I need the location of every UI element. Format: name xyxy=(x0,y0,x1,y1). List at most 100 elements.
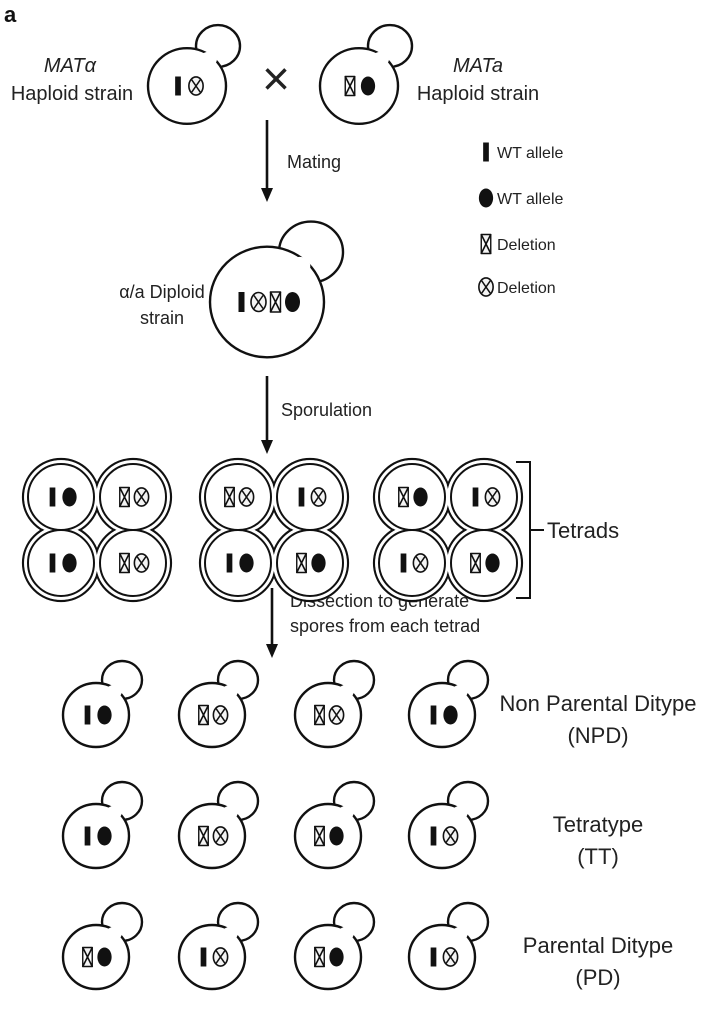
cross-symbol: × xyxy=(262,53,290,106)
allele-dot-icon xyxy=(285,292,300,312)
allele-del-hourglass-icon xyxy=(197,704,210,726)
parent-a-cell xyxy=(318,23,414,126)
tetrad xyxy=(372,457,524,603)
tetrad-spore xyxy=(450,463,518,531)
row-label-line2: (NPD) xyxy=(567,723,628,748)
allele-dot-icon xyxy=(97,947,112,967)
mating-arrow xyxy=(261,120,273,202)
allele-del-circle-icon xyxy=(442,947,459,967)
allele-bar-icon xyxy=(298,487,305,507)
row-label-line1: Tetratype xyxy=(553,812,644,837)
allele-bar-icon xyxy=(200,947,207,967)
allele-dot-icon xyxy=(62,487,77,507)
tetrad-spore xyxy=(276,529,344,597)
allele-del-hourglass-icon xyxy=(118,552,131,574)
allele-del-circle-icon xyxy=(188,76,204,96)
spore-rows: Non Parental Ditype (NPD) Tetratype (TT) Par… xyxy=(61,659,697,991)
allele-del-circle-icon xyxy=(478,277,494,297)
spore-cell xyxy=(61,901,144,991)
spore-cell xyxy=(177,659,260,749)
sporulation-label: Sporulation xyxy=(281,400,372,420)
allele-bar-icon xyxy=(49,553,56,573)
tetrads-bracket xyxy=(516,461,544,599)
allele-del-hourglass-icon xyxy=(313,704,326,726)
allele-del-circle-icon xyxy=(212,826,229,846)
allele-dot-icon xyxy=(97,705,112,725)
legend-label: Deletion xyxy=(497,280,556,297)
spore-cell xyxy=(61,659,144,749)
spore-cell xyxy=(177,901,260,991)
allele-del-hourglass-icon xyxy=(118,486,131,508)
sporulation-arrow xyxy=(261,376,273,454)
allele-del-circle-icon xyxy=(328,705,345,725)
allele-del-hourglass-icon xyxy=(223,486,236,508)
diploid-label-line1: α/a Diploid xyxy=(119,282,204,302)
allele-bar-icon xyxy=(430,947,437,967)
spore-cell xyxy=(407,901,490,991)
allele-del-hourglass-icon xyxy=(313,825,326,847)
row-label-line2: (TT) xyxy=(577,844,619,869)
parent-alpha-mating-type: MATα xyxy=(44,55,97,77)
spore-cell xyxy=(293,659,376,749)
spore-cell xyxy=(293,901,376,991)
tetrad-spore xyxy=(276,463,344,531)
dissection-arrow xyxy=(266,588,278,658)
allele-dot-icon xyxy=(443,705,458,725)
allele-del-hourglass-icon xyxy=(295,552,308,574)
diploid-cell xyxy=(208,220,345,359)
allele-dot-icon xyxy=(239,553,254,573)
allele-dot-icon xyxy=(413,487,428,507)
allele-bar-icon xyxy=(238,292,245,312)
row-label-line2: (PD) xyxy=(575,965,620,990)
legend-label: WT allele xyxy=(497,191,563,208)
spore-cell xyxy=(407,780,490,870)
allele-bar-icon xyxy=(226,553,233,573)
parent-alpha-cell xyxy=(146,23,242,126)
allele-bar-icon xyxy=(472,487,479,507)
parent-alpha-label: Haploid strain xyxy=(11,83,133,105)
tetrads xyxy=(21,457,524,603)
spore-cell xyxy=(407,659,490,749)
parent-cells xyxy=(146,23,414,126)
allele-del-circle-icon xyxy=(133,553,150,573)
allele-del-circle-icon xyxy=(212,705,229,725)
allele-del-circle-icon xyxy=(310,487,327,507)
spore-row: Tetratype (TT) xyxy=(61,780,644,870)
allele-bar-icon xyxy=(430,705,437,725)
diploid-label-line2: strain xyxy=(140,308,184,328)
spore-row: Non Parental Ditype (NPD) xyxy=(61,659,697,749)
allele-bar-icon xyxy=(483,142,489,162)
allele-del-hourglass-icon xyxy=(397,486,410,508)
tetrad xyxy=(198,457,350,603)
allele-bar-icon xyxy=(430,826,437,846)
row-label-line1: Non Parental Ditype xyxy=(500,691,697,716)
tetrad-spore xyxy=(378,463,446,531)
legend-item: WT allele xyxy=(483,142,563,162)
allele-del-circle-icon xyxy=(484,487,501,507)
allele-dot-icon xyxy=(97,826,112,846)
allele-dot-icon xyxy=(311,553,326,573)
allele-del-circle-icon xyxy=(250,291,267,313)
allele-bar-icon xyxy=(49,487,56,507)
allele-del-hourglass-icon xyxy=(344,75,356,97)
allele-dot-icon xyxy=(485,553,500,573)
row-label-line1: Parental Ditype xyxy=(523,933,673,958)
parent-a-mating-type: MATa xyxy=(453,55,503,77)
allele-del-circle-icon xyxy=(212,947,229,967)
tetrad-spore xyxy=(27,529,95,597)
spore-cell xyxy=(177,780,260,870)
tetrad-spore xyxy=(378,529,446,597)
allele-del-circle-icon xyxy=(412,553,429,573)
allele-dot-icon xyxy=(62,553,77,573)
allele-dot-icon xyxy=(360,76,376,96)
allele-bar-icon xyxy=(175,76,181,96)
allele-del-hourglass-icon xyxy=(313,946,326,968)
tetrad-spore xyxy=(99,463,167,531)
diploid-strain-cell xyxy=(208,220,345,359)
tetrad-spore xyxy=(450,529,518,597)
allele-dot-icon xyxy=(478,188,494,208)
allele-del-hourglass-icon xyxy=(480,233,492,255)
allele-del-circle-icon xyxy=(442,826,459,846)
